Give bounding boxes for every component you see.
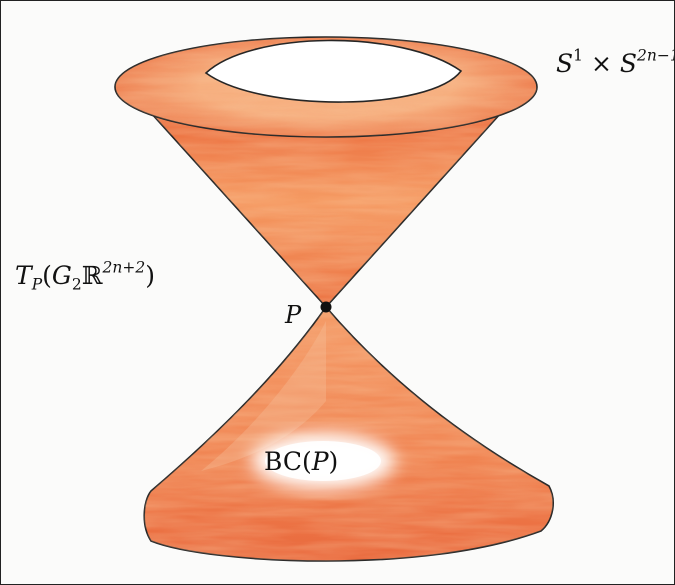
bc-label: BC(P) [264, 447, 339, 476]
apex-label: P [285, 301, 302, 329]
torus-hole [204, 39, 463, 103]
product-sphere-label: S1 × S2n−1 [556, 46, 674, 78]
apex-point [320, 301, 332, 313]
tangent-space-label: TP(G2ℝ2n+2) [15, 258, 155, 294]
